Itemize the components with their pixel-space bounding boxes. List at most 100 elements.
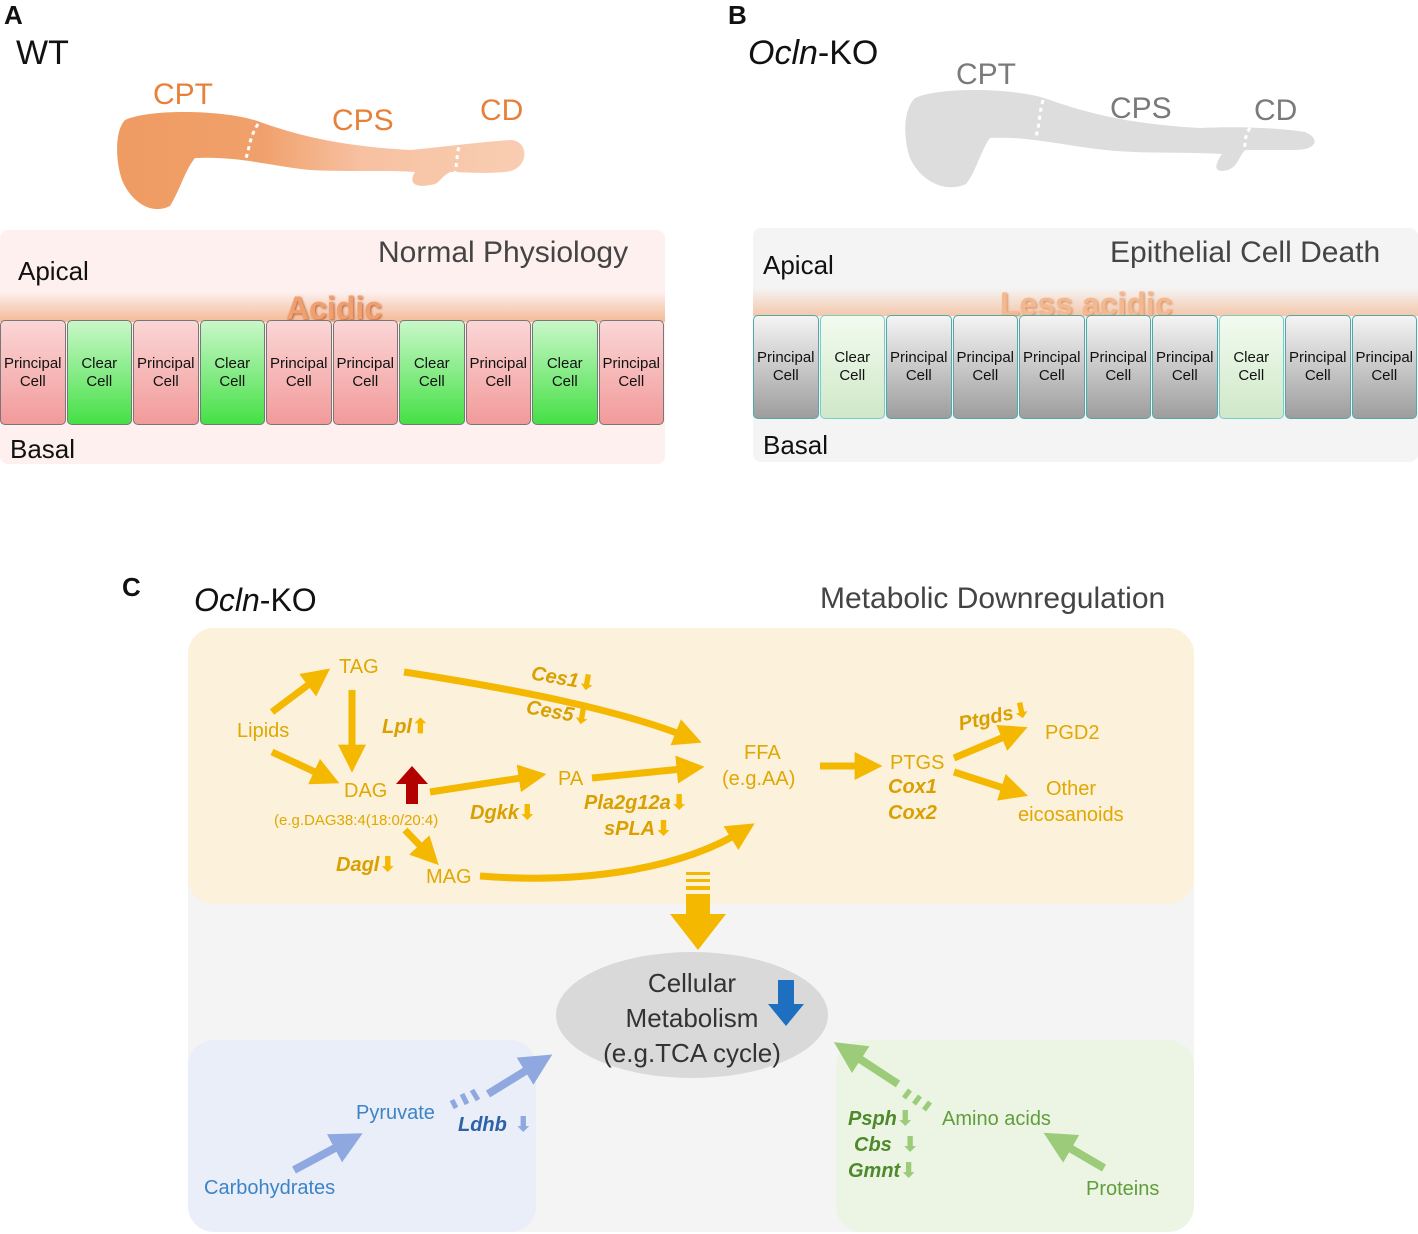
cell-label: Principal Cell [1288,349,1347,384]
arrow-proteins-amino [1043,1132,1107,1172]
segment-cps-label: CPS [332,104,394,137]
cell-label: Clear Cell [834,349,871,384]
arrow-carb-pyruvate [292,1133,363,1174]
arrow-amino-metabolism [833,1042,901,1088]
lumen-gradient-wt [0,292,665,322]
gene-psph: Psph⬇ [848,1108,914,1130]
clear-cell-3: Clear Cell [199,320,265,425]
gene-lpl: Lpl⬆ [382,716,429,738]
cell-label: Principal Cell [136,354,195,390]
node-dag-example: (e.g.DAG38:4(18:0/20:4) [274,812,439,829]
cellular-metabolism-label: Cellular Metabolism (e.g.TCA cycle) [603,968,781,1068]
cell-label: Principal Cell [3,354,62,390]
principal-cell-4: Principal Cell [1019,315,1085,419]
principal-cell-9: Principal Cell [1351,315,1417,419]
gene-cbs: Cbs⬇ [854,1134,919,1156]
cell-label: Principal Cell [1355,349,1414,384]
arrow-ptgs-other [952,768,1028,801]
cell-label: Principal Cell [1155,349,1214,384]
apical-label-ko: Apical [763,250,834,280]
cell-label: Principal Cell [956,349,1015,384]
cell-label: Principal Cell [602,354,661,390]
arrow-lipids-dag [270,748,340,785]
principal-cell-4: Principal Cell [266,320,332,425]
node-carbohydrates: Carbohydrates [204,1177,336,1199]
node-ffa-example: (e.g.AA) [722,768,796,790]
segment-cd-label-ko: CD [1254,94,1298,127]
arrow-ptgs-pgd2 [952,725,1028,762]
node-tag: TAG [339,656,379,678]
condition-wt: WT [16,34,69,72]
cell-label: Clear Cell [413,354,450,390]
principal-cell-9: Principal Cell [598,320,664,425]
principal-cell-7: Principal Cell [465,320,531,425]
cell-label: Principal Cell [889,349,948,384]
segment-cps-label-ko: CPS [1110,92,1172,125]
node-eicosanoids: eicosanoids [1018,804,1124,826]
clear-cell-7: Clear Cell [1218,315,1284,419]
principal-cell-0: Principal Cell [753,315,819,419]
protein-box [836,1040,1194,1232]
cell-label: Principal Cell [1089,349,1148,384]
basal-label: Basal [10,434,76,464]
node-ptgs: PTGS [890,752,945,774]
lumen-gradient-ko [753,288,1418,316]
panel-label-c: C [122,572,141,602]
arrow-pa-ffa [591,755,705,784]
principal-cell-6: Principal Cell [1152,315,1218,419]
arrow-mag-ffa [479,823,755,882]
segment-cpt-label-ko: CPT [956,58,1016,91]
cell-label: Principal Cell [1022,349,1081,384]
node-pa: PA [558,768,584,790]
segment-cpt-label: CPT [153,78,213,111]
gene-dagl: Dagl⬇ [336,854,397,876]
principal-cell-5: Principal Cell [1085,315,1151,419]
cell-label: Principal Cell [336,354,395,390]
cell-label: Principal Cell [469,354,528,390]
principal-cell-5: Principal Cell [332,320,398,425]
condition-ocln-ko-c: Ocln-KO [194,582,317,618]
arrow-lipids-tag [269,668,331,715]
node-other: Other [1046,778,1097,800]
epididymis-wt-shape [117,111,525,210]
arrow-lipid-to-metabolism [670,872,726,950]
apical-label: Apical [18,256,89,286]
principal-cell-0: Principal Cell [0,320,66,425]
cell-label: Principal Cell [269,354,328,390]
principal-cell-2: Principal Cell [886,315,952,419]
gene-ldhb: Ldhb⬇ [458,1114,532,1136]
node-amino-acids: Amino acids [942,1108,1051,1130]
condition-ocln-ko: Ocln-KO [748,34,879,72]
cell-label: Clear Cell [1233,349,1270,384]
gene-cox2: Cox2 [888,802,937,824]
gene-cox1: Cox1 [888,776,937,798]
principal-cell-3: Principal Cell [952,315,1018,419]
arrow-pyruvate-metabolism [485,1054,553,1098]
node-pyruvate: Pyruvate [356,1102,435,1124]
node-lipids: Lipids [237,720,290,742]
cell-label: Clear Cell [81,354,118,390]
metabolic-state-label: Metabolic Downregulation [820,582,1166,615]
clear-cell-8: Clear Cell [532,320,598,425]
segment-cd-label: CD [480,94,524,127]
arrow-dag-mag [402,827,439,866]
gene-spla: sPLA⬇ [604,818,672,840]
clear-cell-1: Clear Cell [819,315,885,419]
clear-cell-1: Clear Cell [66,320,132,425]
panel-label-a: A [4,0,23,30]
node-dag: DAG [344,780,388,802]
principal-cell-8: Principal Cell [1285,315,1351,419]
clear-cell-6: Clear Cell [399,320,465,425]
node-proteins: Proteins [1086,1178,1160,1200]
state-label: Normal Physiology [378,236,629,269]
node-pgd2: PGD2 [1045,722,1100,744]
gene-dgkk: Dgkk⬇ [470,802,536,824]
epididymis-ko-shape [905,89,1315,188]
gene-gmnt: Gmnt⬇ [848,1160,917,1182]
basal-label-ko: Basal [763,430,829,460]
node-mag: MAG [426,866,472,888]
cell-label: Clear Cell [546,354,583,390]
node-ffa: FFA [744,742,781,764]
cell-label: Clear Cell [214,354,251,390]
